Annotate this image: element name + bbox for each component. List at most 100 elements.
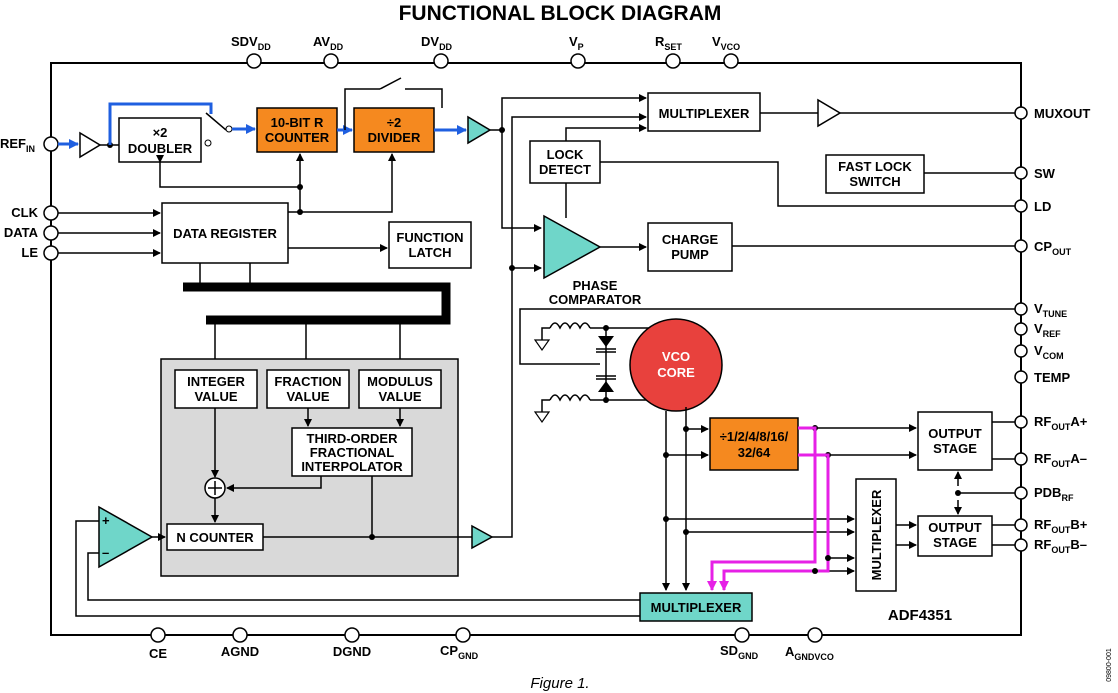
pin-label-vref: VREF — [1034, 321, 1061, 339]
right-pins: MUXOUT SW LD CPOUT VTUNE VREF VCOM TEMP … — [1014, 106, 1090, 555]
pin-label-dgnd: DGND — [333, 644, 371, 659]
vertical-multiplexer-label: MULTIPLEXER — [869, 489, 884, 580]
pin-label-cpgnd: CPGND — [440, 643, 479, 661]
inductor-bottom-icon — [549, 394, 591, 402]
magenta-path-a — [707, 426, 817, 591]
pin-data — [43, 225, 59, 241]
vco-section: VCO CORE ÷1/2/4/8/16/ 32/64 OUTPUT STAGE… — [519, 308, 1015, 622]
varactor-bottom-icon — [598, 381, 614, 392]
output-stage-b-label-1: OUTPUT — [928, 520, 982, 535]
doubler-label-1: ×2 — [153, 125, 168, 140]
bottom-multiplexer-block — [639, 592, 753, 622]
vertical-multiplexer-block — [855, 478, 897, 592]
pin-label-temp: TEMP — [1034, 370, 1070, 385]
charge-pump-label-2: PUMP — [671, 247, 709, 262]
doubler-block — [118, 117, 202, 163]
pin-label-sdgnd: SDGND — [720, 643, 759, 661]
pin-label-pdbrf: PDBRF — [1034, 485, 1074, 503]
pin-label-le: LE — [21, 245, 38, 260]
r-counter-label-2: COUNTER — [265, 130, 330, 145]
pin-vcom — [1014, 344, 1028, 358]
fast-lock-switch-label-2: SWITCH — [849, 174, 900, 189]
pin-dvdd — [433, 53, 449, 69]
figure-caption: Figure 1. — [530, 675, 589, 692]
inductor-top-icon — [549, 322, 591, 330]
output-stage-a-label-2: STAGE — [933, 441, 977, 456]
data-register-label: DATA REGISTER — [173, 226, 277, 241]
output-stage-a-label-1: OUTPUT — [928, 426, 982, 441]
lock-detect-label-1: LOCK — [547, 147, 584, 162]
divider-label-2: DIVIDER — [368, 130, 421, 145]
function-latch-label-2: LATCH — [408, 245, 451, 260]
opamp-plus-sign: + — [102, 513, 110, 528]
charge-pump-block — [647, 222, 733, 272]
pin-label-clk: CLK — [11, 205, 38, 220]
n-counter-block — [166, 523, 264, 551]
left-pins: REFIN CLK DATA LE — [0, 136, 59, 261]
pin-label-ld: LD — [1034, 199, 1051, 214]
pin-label-vcom: VCOM — [1034, 343, 1064, 361]
modulus-value-label-2: VALUE — [378, 389, 421, 404]
pin-vvco — [723, 53, 739, 69]
data-register-block — [161, 202, 289, 264]
pin-muxout — [1014, 106, 1028, 120]
pin-label-data: DATA — [4, 225, 39, 240]
pin-temp — [1014, 370, 1028, 384]
phase-detector-section: MULTIPLEXER LOCK DETECT FAST LOCK SWITCH… — [471, 92, 1015, 550]
pin-label-ce: CE — [149, 646, 167, 661]
divider-block — [353, 107, 435, 153]
charge-pump-label-1: CHARGE — [662, 232, 719, 247]
pin-label-dvdd: DVDD — [421, 34, 453, 52]
pin-label-cpout: CPOUT — [1034, 239, 1072, 257]
interpolator-label-3: INTERPOLATOR — [301, 459, 403, 474]
pin-pdbrf — [1014, 486, 1028, 500]
ref-switch — [205, 112, 227, 131]
output-stage-b-block — [917, 515, 993, 557]
pin-refin — [43, 136, 59, 152]
pin-label-rfouta-minus: RFOUTA– — [1034, 451, 1087, 469]
output-stage-b-label-2: STAGE — [933, 535, 977, 550]
pin-label-agnd: AGND — [221, 644, 259, 659]
vco-core-label-1: VCO — [662, 349, 690, 364]
pin-label-avdd: AVDD — [313, 34, 344, 52]
control-logic: DATA REGISTER FUNCTION LATCH — [58, 202, 472, 370]
opamp-minus-sign: – — [102, 545, 109, 560]
fraction-value-block — [266, 369, 350, 409]
pin-label-vvco: VVCO — [712, 34, 740, 52]
vco-core — [629, 318, 723, 412]
pin-label-sdvdd: SDVDD — [231, 34, 271, 52]
pin-cpout — [1014, 239, 1028, 253]
pin-le — [43, 245, 59, 261]
fraction-value-label-1: FRACTION — [274, 374, 341, 389]
pin-label-rset: RSET — [655, 34, 682, 52]
pin-label-rfoutb-plus: RFOUTB+ — [1034, 517, 1088, 535]
output-stage-a-block — [917, 411, 993, 471]
pin-label-vp: VP — [569, 34, 584, 52]
rf-divider-block — [709, 417, 799, 471]
phase-comparator-label-1: PHASE — [573, 278, 618, 293]
integer-value-label-2: VALUE — [194, 389, 237, 404]
opamp-triangle — [98, 505, 154, 569]
pin-vp — [570, 53, 586, 69]
modulus-value-block — [358, 369, 442, 409]
varactor-top-icon — [598, 336, 614, 347]
pin-ld — [1014, 199, 1028, 213]
magenta-path-b — [719, 453, 830, 591]
doc-code-label: 09800-001 — [1106, 648, 1113, 682]
interpolator-label-1: THIRD-ORDER — [307, 431, 399, 446]
pin-sdgnd — [734, 627, 750, 643]
pin-rfoutb-plus — [1014, 518, 1028, 532]
function-latch-label-1: FUNCTION — [396, 230, 463, 245]
pin-label-rfouta-plus: RFOUTA+ — [1034, 414, 1088, 432]
pin-vtune — [1014, 302, 1028, 316]
interpolator-label-2: FRACTIONAL — [310, 445, 395, 460]
muxout-buffer — [817, 98, 842, 128]
pin-clk — [43, 205, 59, 221]
pin-dgnd — [344, 627, 360, 643]
phase-comparator-label-2: COMPARATOR — [549, 292, 642, 307]
function-latch-block — [388, 221, 472, 269]
fast-lock-switch-block — [825, 154, 925, 194]
top-pins: SDVDD AVDD DVDD VP RSET VVCO — [231, 34, 740, 69]
bottom-pins: CE AGND DGND CPGND SDGND AGNDVCO — [149, 627, 834, 662]
